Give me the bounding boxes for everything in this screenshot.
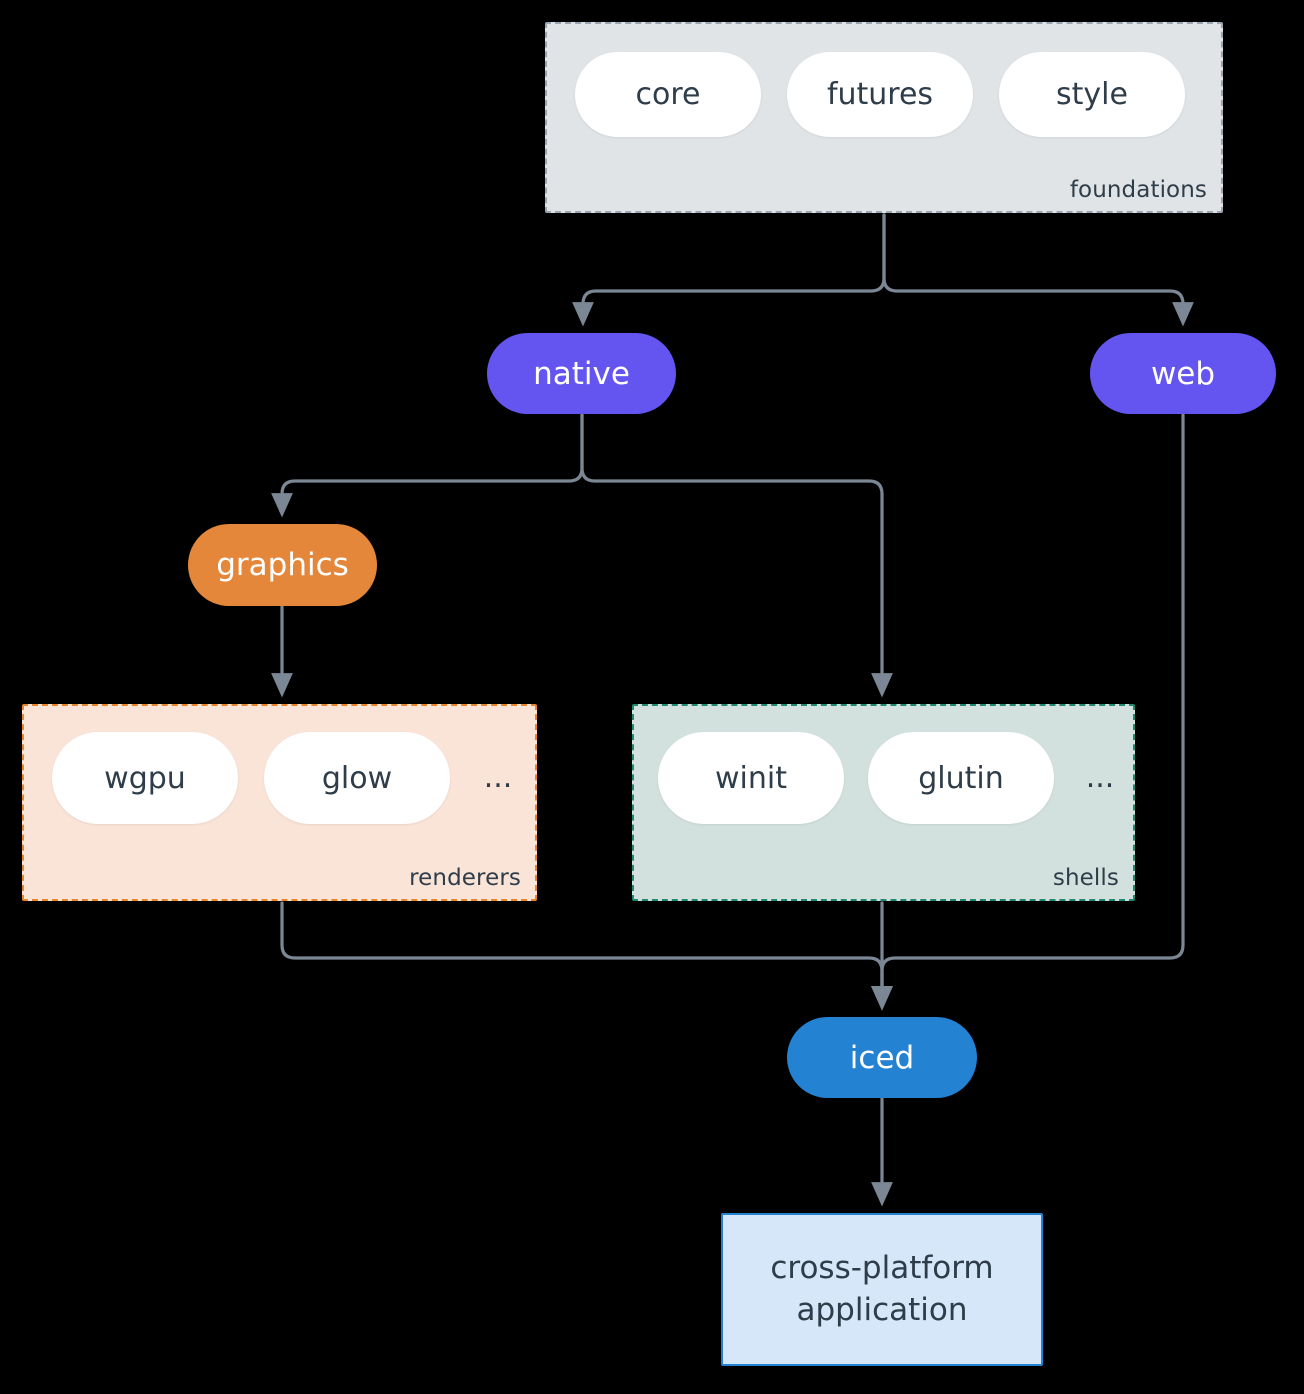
group-label-foundations: foundations <box>1069 177 1207 203</box>
node-style[interactable]: style <box>999 52 1185 137</box>
edge-native-shells <box>580 413 893 698</box>
node-native[interactable]: native <box>487 333 676 414</box>
application-label-line1: cross-platform <box>770 1249 994 1286</box>
node-futures[interactable]: futures <box>787 52 973 137</box>
node-glutin[interactable]: glutin <box>868 732 1054 824</box>
application-label-line2: application <box>796 1291 968 1328</box>
edge-foundations-native <box>572 213 886 327</box>
edge-renderers-iced <box>280 901 893 1011</box>
edge-native-graphics <box>271 413 584 518</box>
shells-overflow-ellipsis: ... <box>1085 760 1115 795</box>
group-foundations: core futures style foundations <box>545 22 1223 213</box>
group-shells: winit glutin ... shells <box>632 704 1135 901</box>
node-iced[interactable]: iced <box>787 1017 977 1098</box>
node-web[interactable]: web <box>1090 333 1276 414</box>
node-cross-platform-application[interactable]: cross-platform application <box>721 1213 1043 1366</box>
renderers-overflow-ellipsis: ... <box>483 760 513 795</box>
node-core[interactable]: core <box>575 52 761 137</box>
group-renderers: wgpu glow ... renderers <box>22 704 537 901</box>
group-label-renderers: renderers <box>409 865 521 891</box>
edge-foundations-web <box>882 213 1194 327</box>
node-graphics[interactable]: graphics <box>188 524 377 606</box>
node-glow[interactable]: glow <box>264 732 450 824</box>
node-winit[interactable]: winit <box>658 732 844 824</box>
node-wgpu[interactable]: wgpu <box>52 732 238 824</box>
group-label-shells: shells <box>1052 865 1119 891</box>
